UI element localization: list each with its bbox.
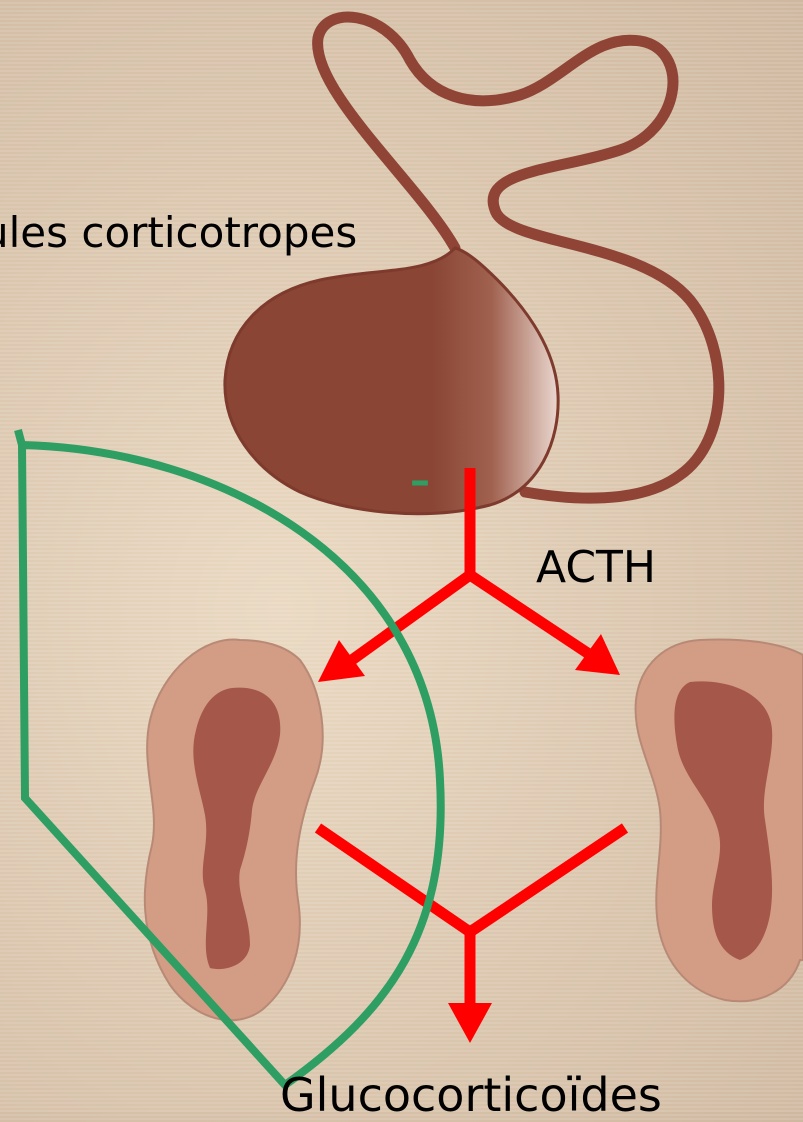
gluco-branch-right [470,828,625,932]
arrowhead-glucocorticoids [448,1003,492,1043]
glucocorticoids-label: Glucocorticoïdes [280,1072,662,1118]
corticotrope-cells-label: ules corticotropes [0,212,357,254]
gluco-branch-left [318,828,470,932]
right-adrenal-gland [636,640,803,1002]
feedback-minus-sign: – [410,458,430,504]
pituitary-gland [225,248,558,514]
acth-label: ACTH [536,546,656,590]
